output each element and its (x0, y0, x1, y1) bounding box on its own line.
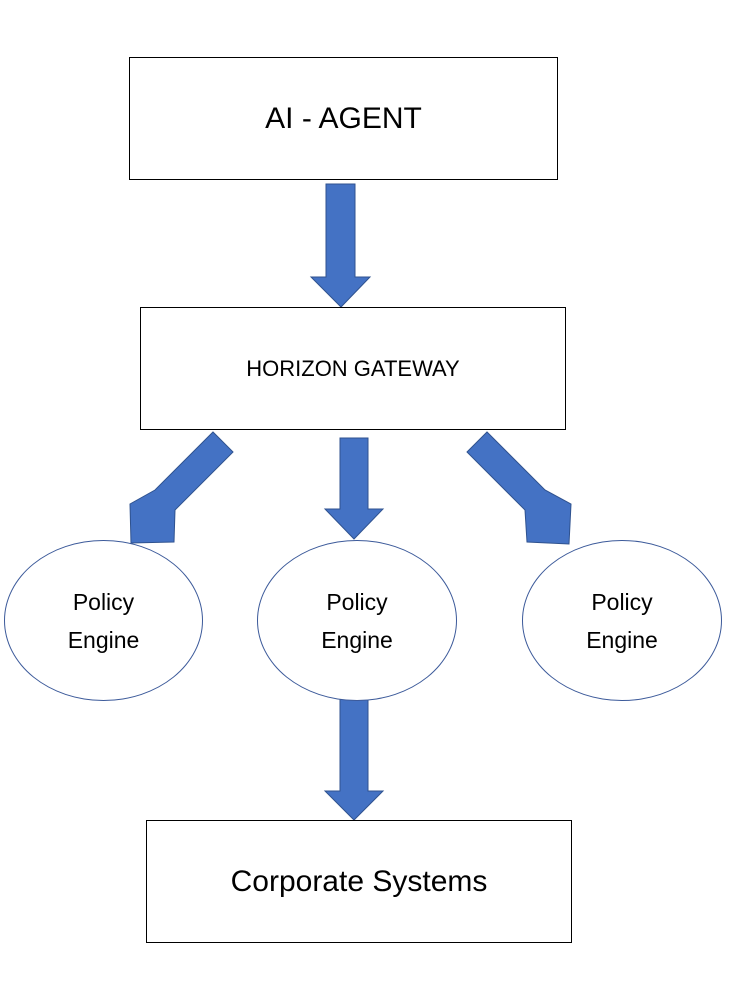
arrow-gateway-to-policy-center (323, 437, 385, 540)
arrow-gateway-to-policy-right (466, 431, 572, 545)
node-corporate-systems-label: Corporate Systems (230, 864, 488, 898)
policy-engine-center-line2: Engine (321, 626, 393, 653)
policy-engine-left-line2: Engine (67, 626, 140, 653)
arrow-gateway-to-policy-left (129, 431, 234, 544)
policy-engine-right-line2: Engine (586, 626, 658, 653)
policy-engine-right-line1: Policy (591, 588, 653, 615)
node-horizon-gateway-label: HORIZON GATEWAY (246, 355, 460, 381)
node-policy-engine-right: Policy Engine (522, 540, 722, 701)
policy-engine-left-line1: Policy (72, 588, 135, 615)
arrow-agent-to-gateway (309, 183, 372, 308)
node-ai-agent-label: AI - AGENT (265, 101, 422, 135)
node-ai-agent: AI - AGENT (129, 57, 558, 180)
node-corporate-systems: Corporate Systems (146, 820, 572, 943)
node-policy-engine-left: Policy Engine (4, 540, 203, 701)
policy-engine-center-line1: Policy (326, 588, 388, 615)
node-horizon-gateway: HORIZON GATEWAY (140, 307, 566, 430)
node-policy-engine-center: Policy Engine (257, 540, 457, 701)
arrow-policy-to-corporate (323, 696, 385, 821)
